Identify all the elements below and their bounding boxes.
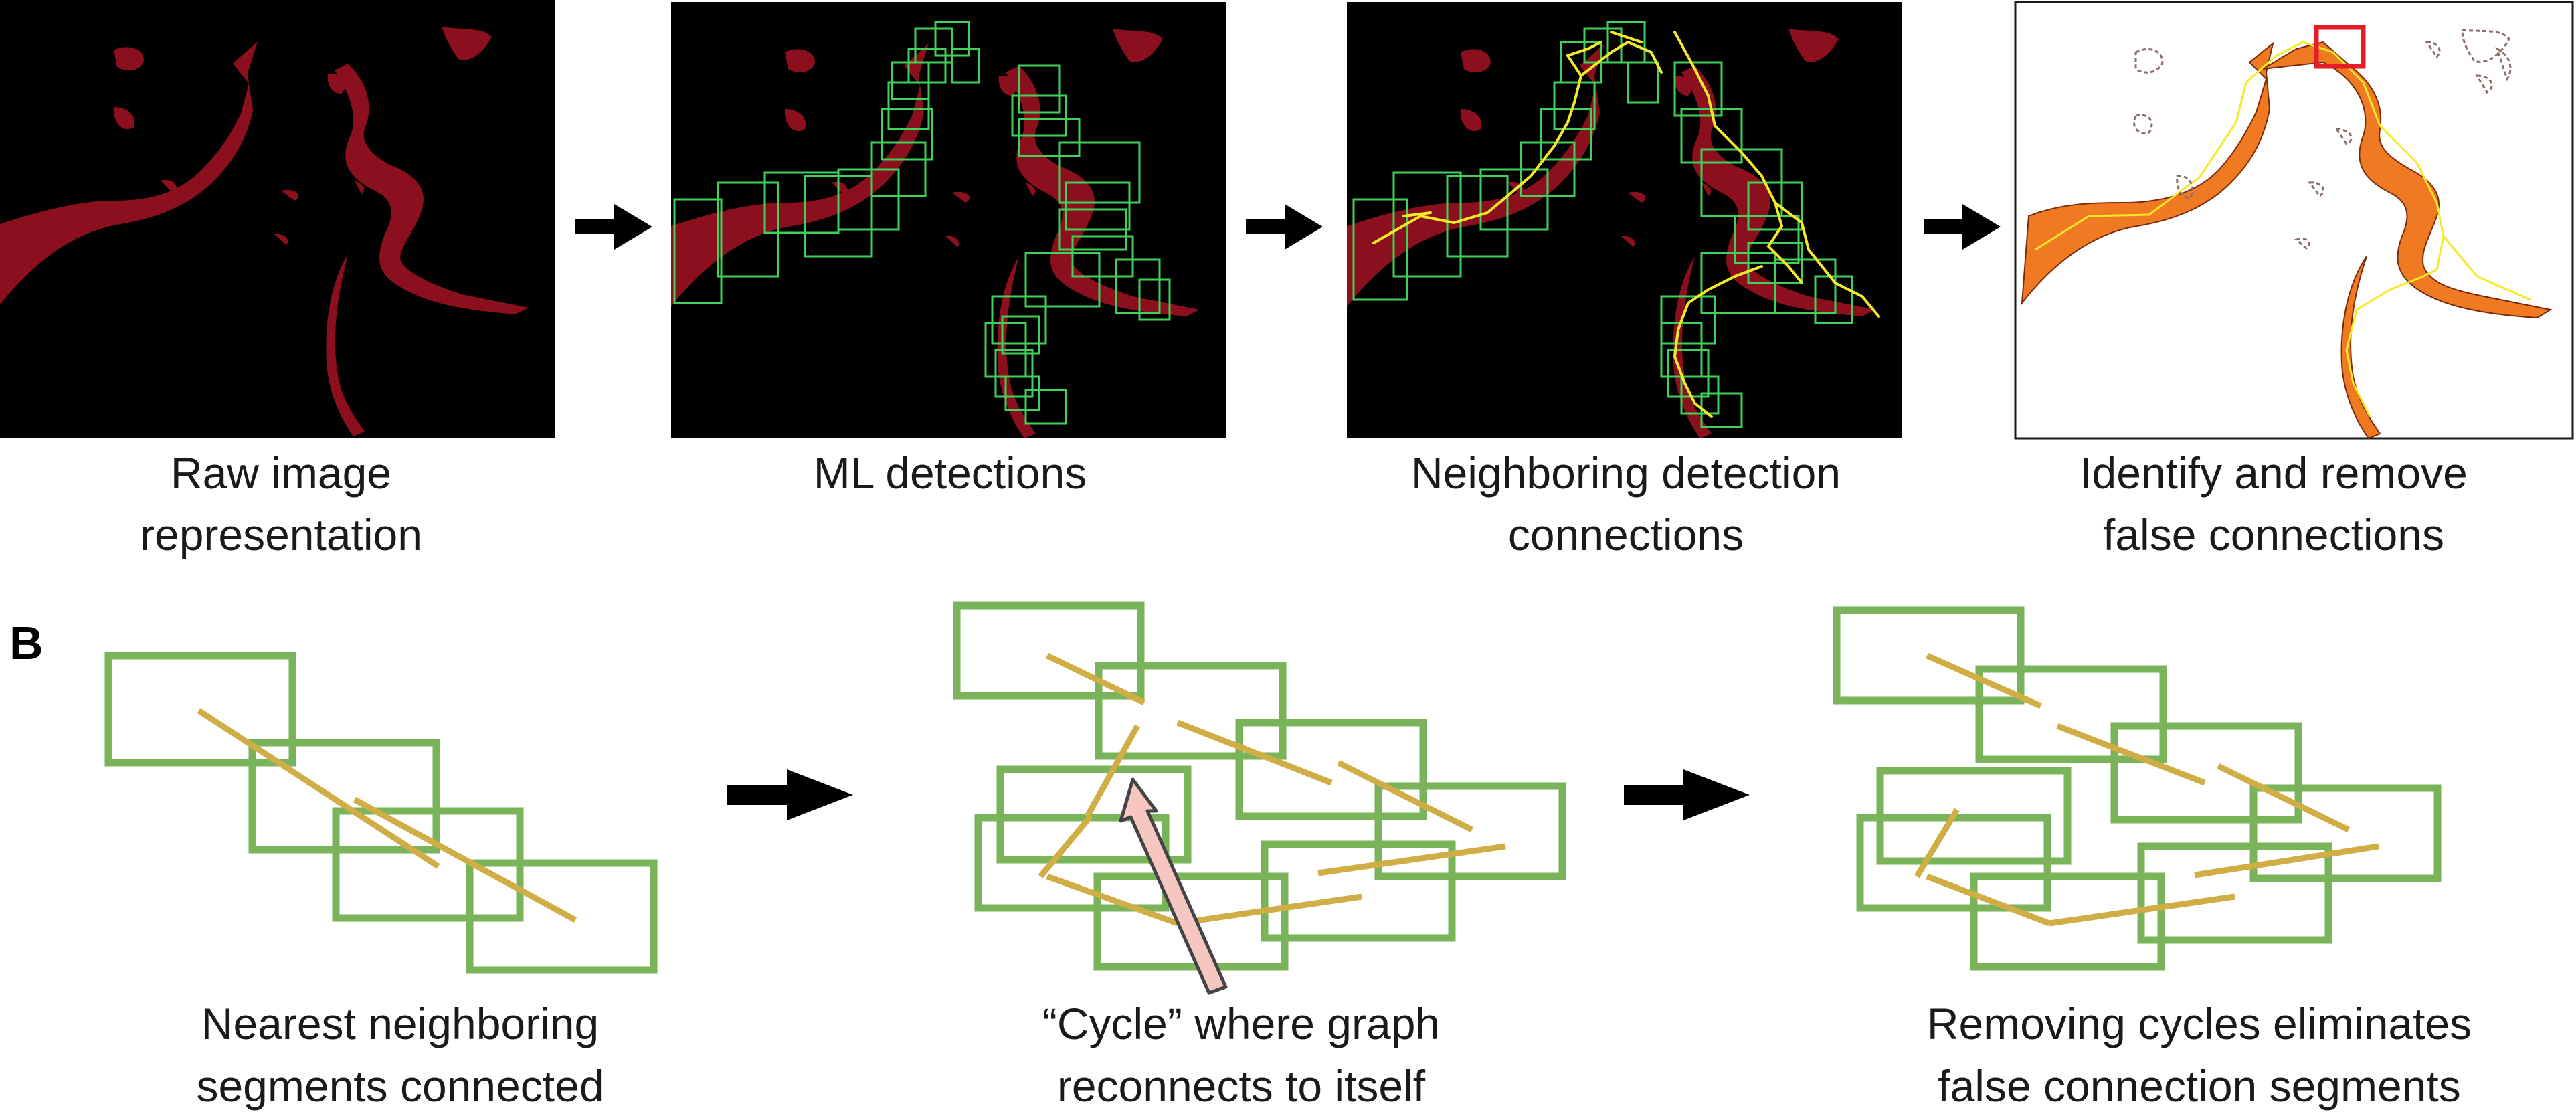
caption-removing-cycles-line1: Removing cycles eliminates — [1927, 999, 2472, 1048]
caption-cycle-line1: “Cycle” where graph — [1042, 999, 1440, 1048]
caption-raw-image-line1: Raw image — [171, 448, 391, 498]
flow-arrow-a2 — [1246, 204, 1323, 250]
detection-boxes — [673, 21, 1171, 425]
cleaned-graph-lines — [2035, 41, 2531, 417]
connection-lines — [1372, 31, 1880, 418]
caption-nearest-neighbor-line1: Nearest neighboring — [201, 999, 599, 1048]
caption-removing-cycles-line2: false connection segments — [1938, 1061, 2460, 1111]
raw-image-panel — [0, 0, 555, 438]
caption-neighbor-connections-line1: Neighboring detection — [1411, 448, 1841, 498]
caption-raw-image-line2: representation — [140, 510, 422, 559]
removed-debris-outlines — [2133, 29, 2512, 250]
false-connections-removed-panel — [2014, 1, 2574, 440]
detection-boxes — [1352, 21, 1853, 428]
caption-remove-false-line1: Identify and remove — [2080, 448, 2468, 498]
flow-arrow-a3 — [1924, 204, 2001, 250]
removed-cycles-diagram — [1833, 606, 2442, 971]
cycle-pointer-arrow — [1119, 777, 1228, 995]
caption-neighbor-connections-line2: connections — [1508, 510, 1744, 559]
neighbor-connections-panel — [1347, 2, 1902, 438]
caption-ml-detections: ML detections — [814, 448, 1087, 498]
flow-arrow-b1 — [727, 769, 853, 820]
ml-detections-panel — [671, 2, 1226, 438]
nearest-neighbor-diagram — [104, 652, 658, 974]
flow-arrow-a1 — [575, 204, 652, 250]
highlight-box — [2314, 25, 2366, 69]
flow-arrow-b2 — [1624, 769, 1750, 820]
caption-nearest-neighbor-line2: segments connected — [196, 1061, 604, 1111]
panel-label-b: B — [9, 617, 43, 669]
cycle-diagram — [953, 601, 1566, 995]
caption-remove-false-line2: false connections — [2103, 510, 2444, 559]
caption-cycle-line2: reconnects to itself — [1057, 1061, 1426, 1111]
